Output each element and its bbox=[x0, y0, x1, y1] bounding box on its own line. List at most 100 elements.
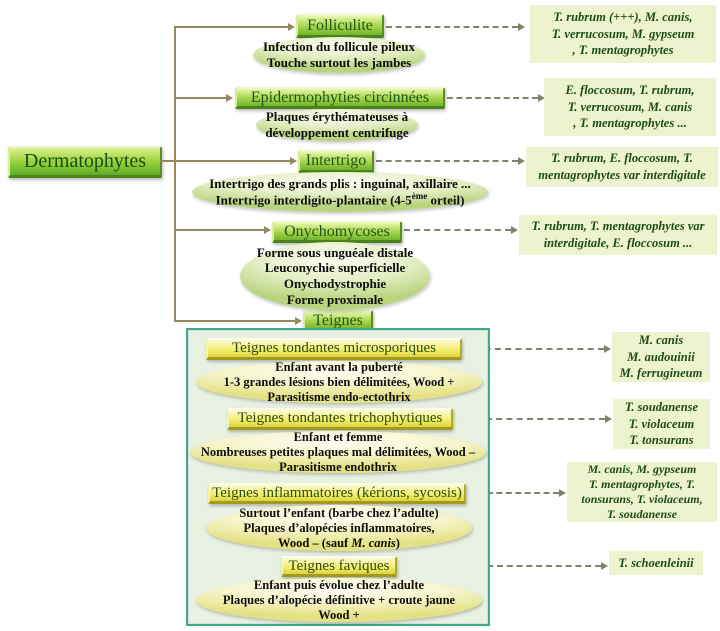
dashed-line-trichophytiques bbox=[455, 418, 605, 420]
species-list-epidermophyties: E. floccosum, T. rubrum, T. verrucosum, … bbox=[544, 78, 716, 136]
ellipse-line: Plaques d’alopécie définitive + croute j… bbox=[222, 592, 456, 607]
root-node-dermatophytes: Dermatophytes bbox=[8, 146, 162, 178]
ellipse-epidermophyties: Plaques érythémateuses à développement c… bbox=[256, 109, 418, 141]
ellipse-line: développement centrifuge bbox=[265, 125, 409, 140]
dashed-arrow-epidermophyties bbox=[538, 94, 545, 102]
ellipse-teignes-faviques: Enfant puis évolue chez l’adulte Plaques… bbox=[196, 578, 482, 622]
node-epidermophyties-label: Epidermophyties circinnées bbox=[250, 88, 430, 106]
species-line: E. floccosum, T. rubrum, bbox=[565, 82, 695, 97]
node-intertrigo-label: Intertrigo bbox=[305, 152, 367, 169]
ellipse-line-part: Intertrigo interdigito-plantaire (4-5 bbox=[215, 192, 412, 208]
ellipse-line: Surtout l’enfant (barbe chez l’adulte) bbox=[239, 505, 439, 520]
arrow-head-epidermophyties bbox=[226, 94, 233, 102]
node-folliculite: Folliculite bbox=[296, 14, 384, 38]
species-line: M. audouinii bbox=[627, 349, 695, 364]
ellipse-line: Intertrigo interdigito-plantaire (4-5ème… bbox=[216, 191, 465, 208]
dashed-line-faviques bbox=[399, 565, 601, 567]
arrow-head-teignes bbox=[295, 317, 302, 325]
ellipse-line-part: ) bbox=[395, 535, 400, 550]
dashed-arrow-folliculite bbox=[518, 23, 525, 31]
branch-line-teignes bbox=[175, 320, 295, 322]
dashed-arrow-faviques bbox=[601, 562, 608, 570]
species-list-intertrigo: T. rubrum, E. floccosum, T. mentagrophyt… bbox=[526, 147, 718, 187]
node-teignes-microsporiques: Teignes tondantes microsporiques bbox=[206, 338, 462, 360]
arrow-head-onychomycoses bbox=[264, 226, 271, 234]
ellipse-line: Parasitisme endothrix bbox=[279, 459, 397, 474]
dashed-line-folliculite bbox=[386, 26, 518, 28]
ellipse-line: Infection du follicule pileux bbox=[262, 39, 416, 55]
node-teignes-faviques: Teignes faviques bbox=[281, 556, 397, 577]
species-line: T. mentagrophytes, T. bbox=[588, 477, 696, 491]
dashed-line-intertrigo bbox=[376, 160, 518, 162]
dashed-arrow-onychomycoses bbox=[511, 226, 518, 234]
branch-line-epidermophyties bbox=[175, 97, 226, 99]
species-list-onychomycoses: T. rubrum, T. mentagrophytes var interdi… bbox=[519, 215, 717, 255]
ellipse-teignes-trichophytiques: Enfant et femme Nombreuses petites plaqu… bbox=[190, 429, 486, 474]
species-line: , T. mentagrophytes bbox=[572, 43, 674, 58]
species-line: T. violaceum bbox=[628, 416, 695, 431]
node-folliculite-label: Folliculite bbox=[307, 16, 373, 34]
ellipse-line: 1-3 grandes lésions bien délimitées, Woo… bbox=[223, 374, 455, 389]
dashed-arrow-inflammatoires bbox=[559, 489, 566, 497]
node-teignes-trichophytiques: Teignes tondantes trichophytiques bbox=[227, 408, 453, 430]
dashed-line-inflammatoires bbox=[468, 492, 559, 494]
ellipse-line: Enfant et femme bbox=[293, 429, 383, 444]
species-line: T. rubrum, E. floccosum, T. bbox=[551, 151, 693, 166]
ellipse-line: Leuconychie superficielle bbox=[264, 260, 406, 276]
species-line: T. verrucosum, M. canis bbox=[567, 99, 693, 114]
species-line: T. rubrum (+++), M. canis, bbox=[553, 9, 693, 24]
dashed-arrow-intertrigo bbox=[518, 157, 525, 165]
node-intertrigo: Intertrigo bbox=[298, 150, 374, 173]
dashed-line-onychomycoses bbox=[404, 229, 511, 231]
ellipse-folliculite: Infection du follicule pileux Touche sur… bbox=[253, 37, 425, 73]
species-line: M. canis, M. gypseum bbox=[587, 462, 697, 476]
ellipse-teignes-inflammatoires: Surtout l’enfant (barbe chez l’adulte) P… bbox=[206, 505, 472, 551]
node-teignes-label: Teignes bbox=[313, 311, 363, 329]
ellipse-line: Forme sous unguéale distale bbox=[256, 244, 414, 260]
ellipse-line: Wood – (sauf M. canis) bbox=[278, 536, 400, 551]
node-teignes-microsporiques-label: Teignes tondantes microsporiques bbox=[232, 340, 436, 356]
ordinal-superscript: ème bbox=[411, 191, 428, 202]
branch-line-onychomycoses bbox=[175, 229, 264, 231]
branch-line-folliculite bbox=[175, 26, 288, 28]
species-list-microsporiques: M. canis M. audouinii M. ferrugineum bbox=[612, 332, 710, 382]
ellipse-line: Enfant puis évolue chez l’adulte bbox=[253, 577, 425, 592]
dashed-arrow-trichophytiques bbox=[605, 415, 612, 423]
branch-line-intertrigo bbox=[175, 160, 290, 162]
dashed-arrow-microsporiques bbox=[604, 345, 611, 353]
arrow-head-folliculite bbox=[288, 23, 295, 31]
species-list-inflammatoires: M. canis, M. gypseum T. mentagrophytes, … bbox=[567, 462, 717, 522]
ellipse-line: Wood + bbox=[318, 607, 360, 622]
ellipse-teignes-microsporiques: Enfant avant la puberté 1-3 grandes lési… bbox=[196, 360, 482, 404]
ellipse-line: Plaques d’alopécies inflammatoires, bbox=[243, 520, 435, 535]
node-epidermophyties: Epidermophyties circinnées bbox=[235, 87, 445, 109]
node-onychomycoses: Onychomycoses bbox=[272, 221, 402, 243]
species-line: M. ferrugineum bbox=[619, 366, 703, 381]
ellipse-line-part: orteil) bbox=[427, 192, 465, 208]
species-list-faviques: T. schoenleinii bbox=[609, 551, 703, 575]
species-line: T. soudanense bbox=[606, 507, 678, 521]
node-teignes-inflammatoires-label: Teignes inflammatoires (kérions, sycosis… bbox=[212, 484, 462, 501]
dashed-line-epidermophyties bbox=[447, 97, 538, 99]
arrow-head-intertrigo bbox=[290, 157, 297, 165]
species-line: interdigitale, E. floccosum ... bbox=[543, 236, 693, 250]
node-teignes-trichophytiques-label: Teignes tondantes trichophytiques bbox=[237, 410, 443, 426]
node-teignes-faviques-label: Teignes faviques bbox=[288, 557, 390, 574]
ellipse-line: Touche surtout les jambes bbox=[266, 55, 412, 70]
species-line: mentagrophytes var interdigitale bbox=[538, 168, 706, 182]
species-line: T. verrucosum, M. gypseum bbox=[551, 26, 695, 41]
ellipse-line: Nombreuses petites plaques mal délimitée… bbox=[200, 444, 476, 459]
node-teignes-inflammatoires: Teignes inflammatoires (kérions, sycosis… bbox=[208, 483, 466, 504]
species-list-folliculite: T. rubrum (+++), M. canis, T. verrucosum… bbox=[530, 5, 716, 63]
species-line: T. tonsurans bbox=[629, 433, 694, 448]
ellipse-line: Plaques érythémateuses à bbox=[265, 109, 409, 125]
ellipse-line: Intertrigo des grands plis : inguinal, a… bbox=[209, 175, 471, 191]
species-line: M. canis bbox=[638, 332, 684, 347]
ellipse-line: Forme proximale bbox=[286, 291, 384, 307]
root-connector-line bbox=[160, 160, 175, 162]
species-line: , T. mentagrophytes ... bbox=[573, 116, 687, 131]
trunk-line bbox=[174, 26, 176, 322]
ellipse-line: Parasitisme endo-ectothrix bbox=[267, 389, 411, 404]
ellipse-line: Onychodystrophie bbox=[283, 276, 387, 291]
